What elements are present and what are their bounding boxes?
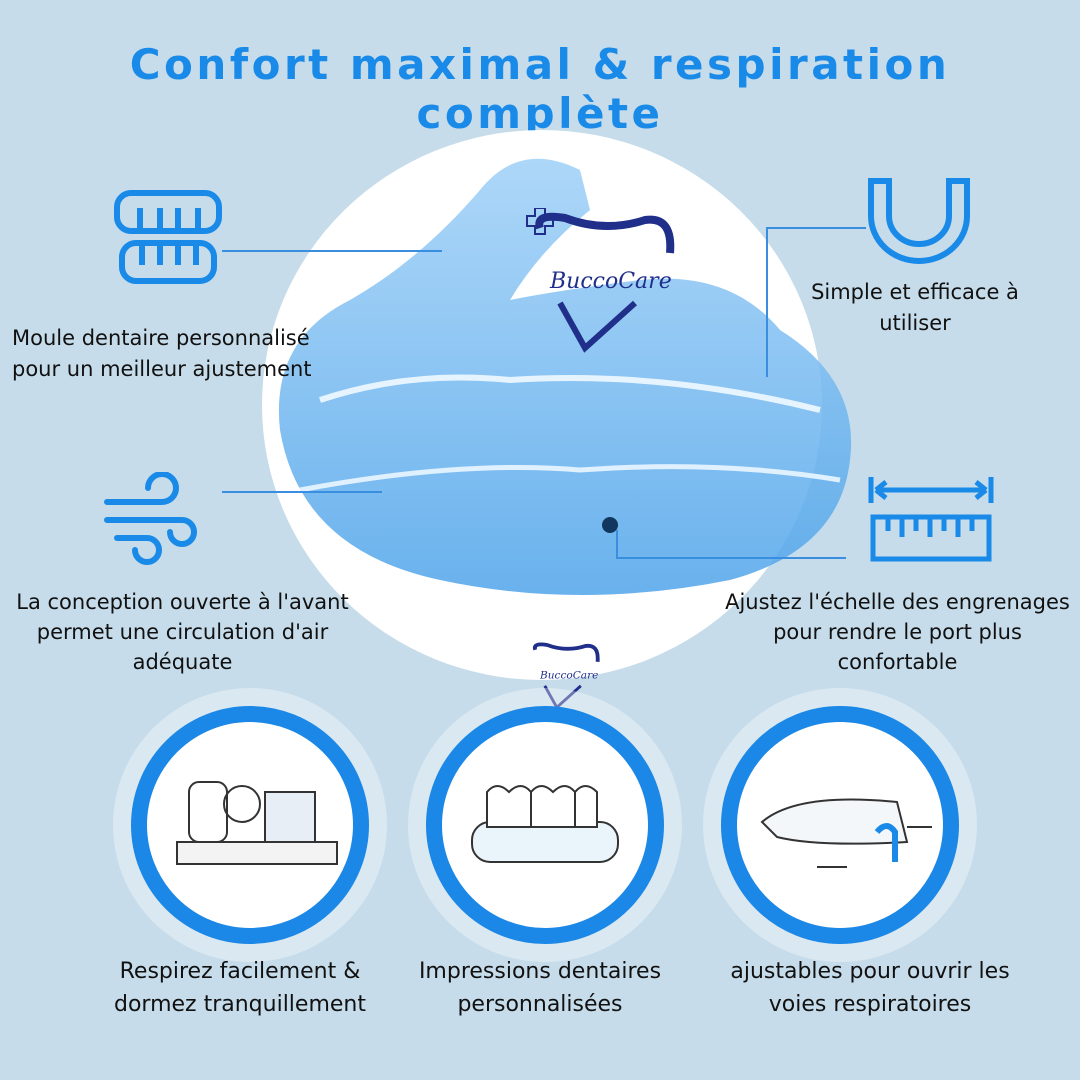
brand-logo: BuccoCare <box>525 207 675 353</box>
badge-caption-adjustable: ajustables pour ouvrir les voies respira… <box>730 959 1010 1017</box>
tooth-logo-icon: BuccoCare <box>526 207 675 353</box>
connector-line <box>766 227 866 229</box>
svg-text:BuccoCare: BuccoCare <box>549 269 672 294</box>
svg-text:BuccoCare: BuccoCare <box>539 670 598 682</box>
feature-airflow: La conception ouverte à l'avant permet u… <box>16 590 349 674</box>
feature-adjust: Ajustez l'échelle des engrenages pour re… <box>725 590 1070 674</box>
badge-caption-sleep: Respirez facilement & dormez tranquillem… <box>113 959 366 1017</box>
airflow-wind-icon <box>104 472 197 565</box>
sleeping-person-icon <box>176 781 338 865</box>
connector-line <box>766 227 768 377</box>
connector-line <box>222 491 382 493</box>
badge-sleep <box>131 706 369 944</box>
page-title: Confort maximal & respiration complète <box>129 40 951 138</box>
ruler-icon <box>868 477 994 562</box>
badge-caption-impressions: Impressions dentaires personnalisées <box>418 959 662 1017</box>
feature-simple: Simple et efficace à utiliser <box>811 280 1019 335</box>
connector-line <box>616 530 618 558</box>
feature-mold: Moule dentaire personnalisé pour un meil… <box>12 326 312 381</box>
badge-adjustable <box>721 706 959 944</box>
mouthguard-u-icon <box>868 178 970 264</box>
mouthguard-image <box>278 158 852 595</box>
smiling-teeth-icon <box>471 785 619 863</box>
connector-line <box>616 557 846 559</box>
connector-line <box>222 250 442 252</box>
teeth-icon <box>114 190 222 284</box>
badge-dental-impressions <box>426 706 664 944</box>
mouthguard-adjust-icon <box>760 798 932 868</box>
small-brand-logo: BuccoCare <box>528 640 600 714</box>
